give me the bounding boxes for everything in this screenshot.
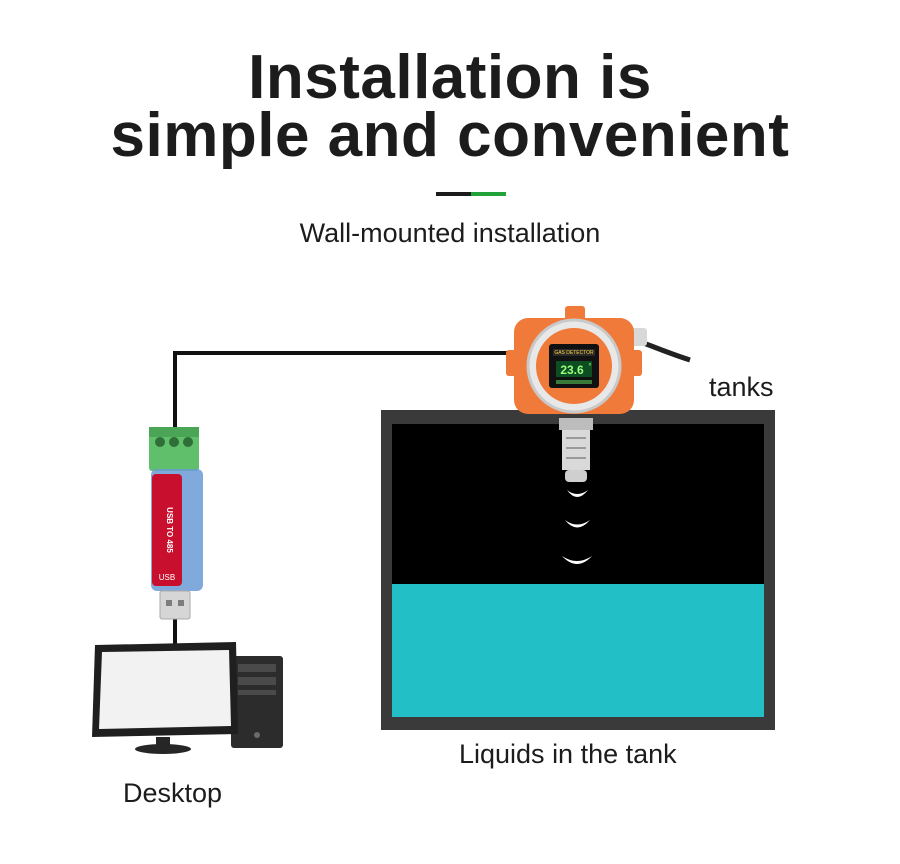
detector-header: GAS DETECTOR bbox=[554, 350, 594, 356]
gas-detector-icon: GAS DETECTOR 23.6 ° bbox=[506, 306, 691, 482]
tanks-label: tanks bbox=[709, 372, 774, 402]
desktop-label: Desktop bbox=[123, 778, 223, 808]
divider-green-segment bbox=[471, 192, 506, 196]
tank-liquid bbox=[392, 584, 764, 717]
adapter-bottom-text: USB bbox=[159, 573, 175, 582]
page-title-line-2: simple and convenient bbox=[110, 101, 790, 170]
ultrasonic-wave-icon bbox=[562, 490, 592, 564]
page-title-line-1: Installation is bbox=[248, 43, 652, 112]
computer-icon bbox=[92, 642, 283, 754]
detector-reading: 23.6 bbox=[560, 363, 584, 377]
adapter-main-text: USB TO 485 bbox=[165, 507, 174, 553]
usb-to-485-adapter-icon: USB TO 485 USB bbox=[149, 427, 203, 620]
liquids-label: Liquids in the tank bbox=[459, 739, 677, 769]
divider-black-segment bbox=[436, 192, 471, 196]
title-divider bbox=[436, 192, 506, 196]
subtitle: Wall-mounted installation bbox=[299, 218, 601, 248]
detector-unit: ° bbox=[588, 362, 591, 371]
